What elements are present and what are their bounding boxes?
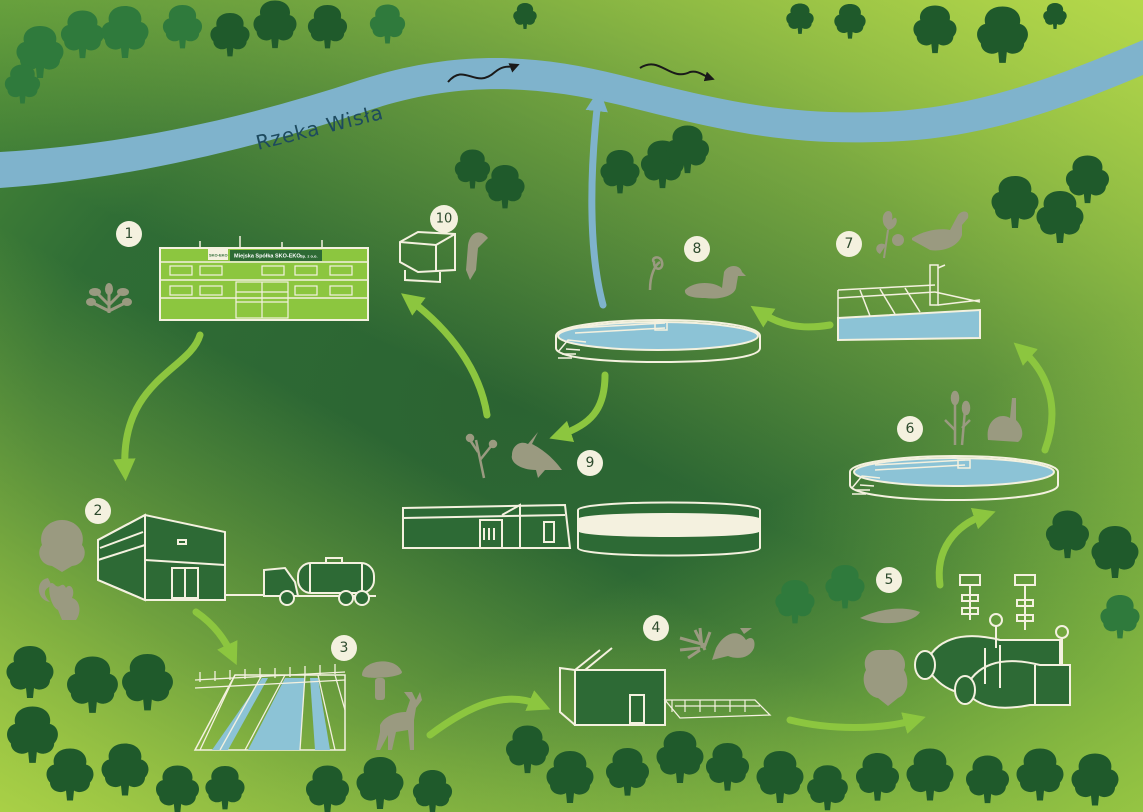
sewage-reception-station [97,513,265,602]
flow-arrow-icon [447,63,520,83]
company-logo [208,249,228,260]
birdhouse-icon [399,230,456,284]
step-badge-3: 3 [331,635,357,661]
arrow-3-to-4 [426,690,551,739]
arrow-7-to-8 [750,305,834,331]
pheasant-icon [712,628,755,660]
process-flow-arrows [113,293,1056,739]
arrow-2-to-3 [192,608,238,666]
company-logo-text: SKO-EKO [209,253,228,258]
step-badge-8: 8 [684,236,710,262]
primary-clarifier [849,454,1059,502]
step-badge-5: 5 [876,567,902,593]
biological-reactor [837,264,981,342]
svg-text:4: 4 [652,620,661,636]
woodpecker-icon [466,232,488,280]
step-badge-1: 1 [116,221,142,247]
flow-arrow-icon [639,63,715,82]
company-sign-suffix: Sp. z o.o. [300,254,318,259]
screen-building [559,647,772,726]
lapwing-icon [511,432,562,478]
administration-building: Miejska Spółka SKO-EKO Sp. z o.o. SKO-EK… [159,236,369,321]
svg-text:6: 6 [906,421,915,437]
arrow-5-to-6 [935,507,996,589]
svg-text:8: 8 [693,241,702,257]
flower-icon [465,433,498,479]
svg-text:7: 7 [845,236,854,252]
truck-icon [263,557,376,606]
seagull-icon [912,211,969,251]
sludge-digesters [402,501,761,557]
bush-icon [39,520,85,572]
flower-icon [648,256,664,291]
pumping-pipes [914,574,1071,709]
arrow-1-to-2 [113,331,204,482]
arrow-clean-water-to-river [585,88,608,309]
step-badges: 1 2 3 4 5 6 7 8 9 10 [85,205,923,661]
squirrel-icon [38,578,80,620]
secondary-clarifier [555,318,761,364]
arrow-8-to-9 [549,371,609,443]
svg-text:5: 5 [885,572,894,588]
arrow-6-to-7 [1013,342,1056,454]
flower-icon [876,210,904,259]
flower-icon [944,390,971,446]
step-badge-9: 9 [577,450,603,476]
plant-icon [863,649,908,706]
step-badge-6: 6 [897,416,923,442]
company-sign-text: Miejska Spółka SKO-EKO [234,254,301,260]
svg-text:10: 10 [436,212,453,227]
grit-channels [193,664,346,751]
mushroom-icon [362,661,402,700]
svg-text:3: 3 [340,640,349,656]
company-sign [230,250,322,261]
step-badge-4: 4 [643,615,669,641]
step-badge-2: 2 [85,498,111,524]
step-badge-10: 10 [430,205,458,233]
svg-text:9: 9 [586,455,595,471]
leaf-icon [86,283,132,313]
svg-text:1: 1 [125,226,134,242]
step-badge-7: 7 [836,231,862,257]
duck-icon [684,266,746,299]
arrow-9-to-10 [401,293,491,419]
svg-text:2: 2 [94,503,103,519]
deer-icon [376,692,422,750]
rabbit-icon [987,398,1023,442]
fern-icon [679,627,712,660]
river [0,40,1143,188]
moth-icon [860,608,920,624]
arrow-4-to-5 [786,712,926,734]
